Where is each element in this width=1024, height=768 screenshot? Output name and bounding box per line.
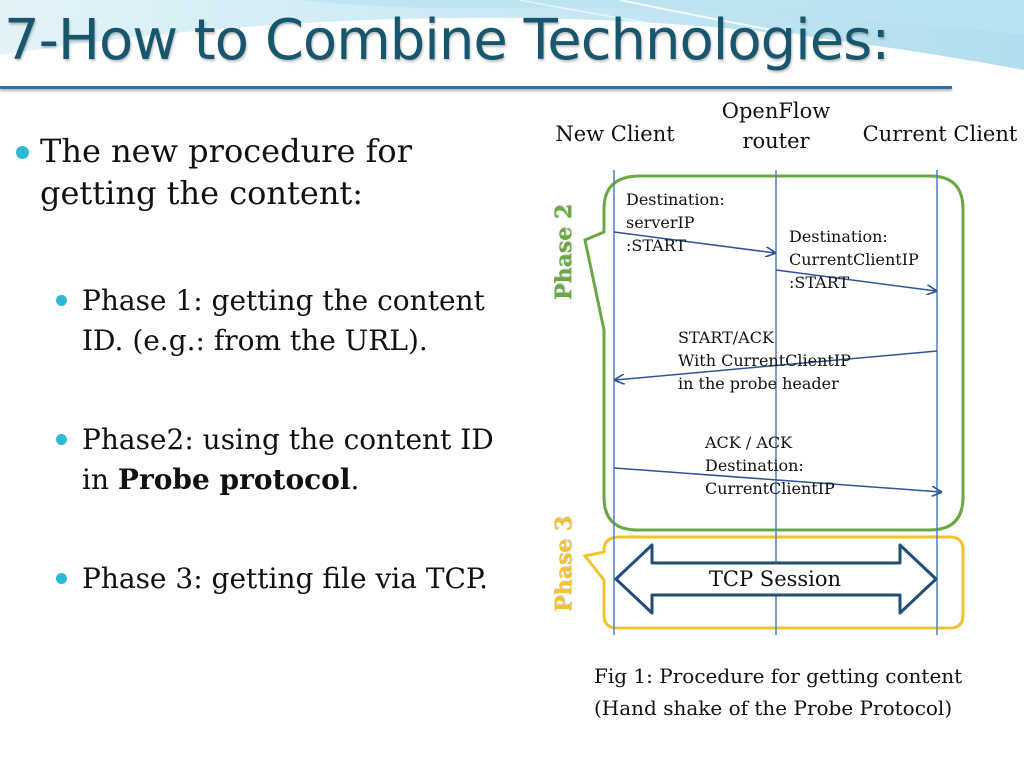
probe-protocol-bold: Probe protocol [117,463,351,496]
sub-bullet-text: Phase 3: getting file via TCP. [82,562,488,595]
message-line: START/ACK [678,328,774,347]
participant-router-line1: OpenFlow [721,99,831,123]
message-line: in the probe header [678,374,839,393]
phase2-callout [583,174,965,532]
slide-title: 7-How to Combine Technologies: [4,8,890,73]
message-label-4: ACK / ACK Destination: CurrentClientIP [705,431,835,500]
message-line: With CurrentClientIP [678,351,851,370]
message-line: Destination: [705,456,804,475]
message-label-2: Destination: CurrentClientIP :START [789,225,919,294]
title-underline [0,86,952,89]
message-line: ACK / ACK [705,433,793,452]
participant-new-client: New Client [555,122,675,146]
tcp-double-arrow [614,543,938,615]
phase3-label: Phase 3 [551,515,577,613]
message-line: :START [626,236,687,255]
participant-current-client: Current Client [862,122,1018,146]
bullet-main-text: The new procedure for getting the conten… [40,132,412,212]
phase3-callout [582,535,965,630]
message-line: serverIP [626,213,695,232]
message-line: CurrentClientIP [705,479,835,498]
sub-bullet-text-end: . [350,463,360,496]
arrow-start-to-current [775,269,936,291]
message-line: Destination: [626,190,725,209]
bullet-dot [56,295,67,306]
figure-caption: Fig 1: Procedure for getting content (Ha… [594,660,962,724]
tcp-session-label: TCP Session [708,567,842,591]
sub-bullet-text: Phase2: using the content ID in Probe pr… [82,420,512,500]
bullet-dot [16,146,29,159]
arrow-start-ack [615,350,938,380]
sub-bullet-text-part: Phase2: using the content ID in [82,423,494,496]
caption-line: Fig 1: Procedure for getting content [594,664,963,688]
arrow-start-to-router [613,231,775,253]
sub-bullet-text: Phase 1: getting the content ID. (e.g.: … [82,284,485,357]
bullet-dot [56,573,67,584]
message-line: Destination: [789,227,888,246]
message-label-1: Destination: serverIP :START [626,188,725,257]
arrow-ack-ack [613,467,941,492]
phase2-label: Phase 2 [551,203,577,301]
participant-router-line2: router [742,129,810,153]
message-line: :START [789,273,850,292]
bullet-dot [56,434,67,445]
message-line: CurrentClientIP [789,250,919,269]
caption-line: (Hand shake of the Probe Protocol) [594,696,953,720]
message-label-3: START/ACK With CurrentClientIP in the pr… [678,326,851,395]
